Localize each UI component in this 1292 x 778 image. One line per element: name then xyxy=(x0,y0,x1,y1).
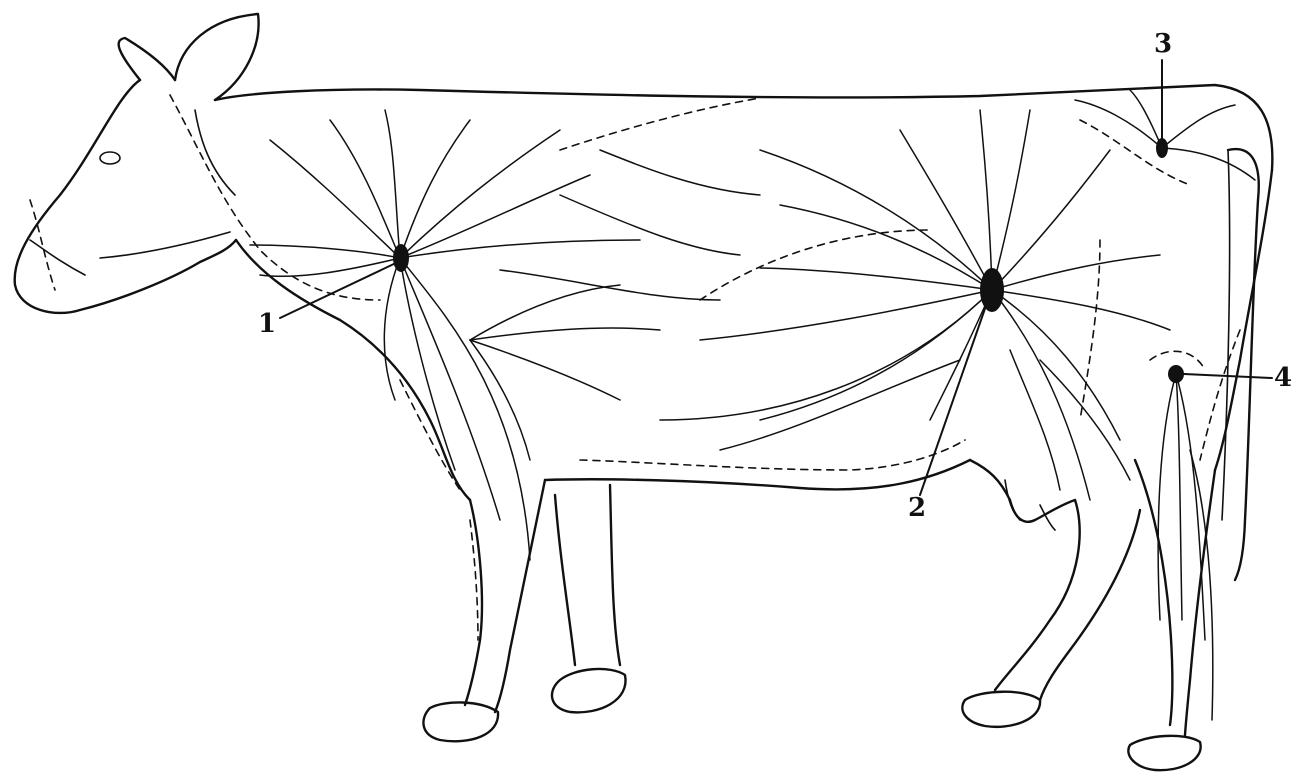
leader-lines xyxy=(280,60,1272,495)
lymph-vessels xyxy=(250,90,1255,720)
label-1: 1 xyxy=(258,309,276,339)
dashed-lymph-borders xyxy=(30,95,1240,640)
lymph-node-2 xyxy=(980,268,1004,312)
cow-outline xyxy=(15,14,1273,770)
label-4: 4 xyxy=(1274,363,1292,393)
label-2: 2 xyxy=(908,493,926,523)
lymph-node-1 xyxy=(393,244,409,272)
lymph-node-4 xyxy=(1168,365,1184,383)
label-3: 3 xyxy=(1154,29,1172,59)
lymph-nodes xyxy=(393,138,1184,383)
